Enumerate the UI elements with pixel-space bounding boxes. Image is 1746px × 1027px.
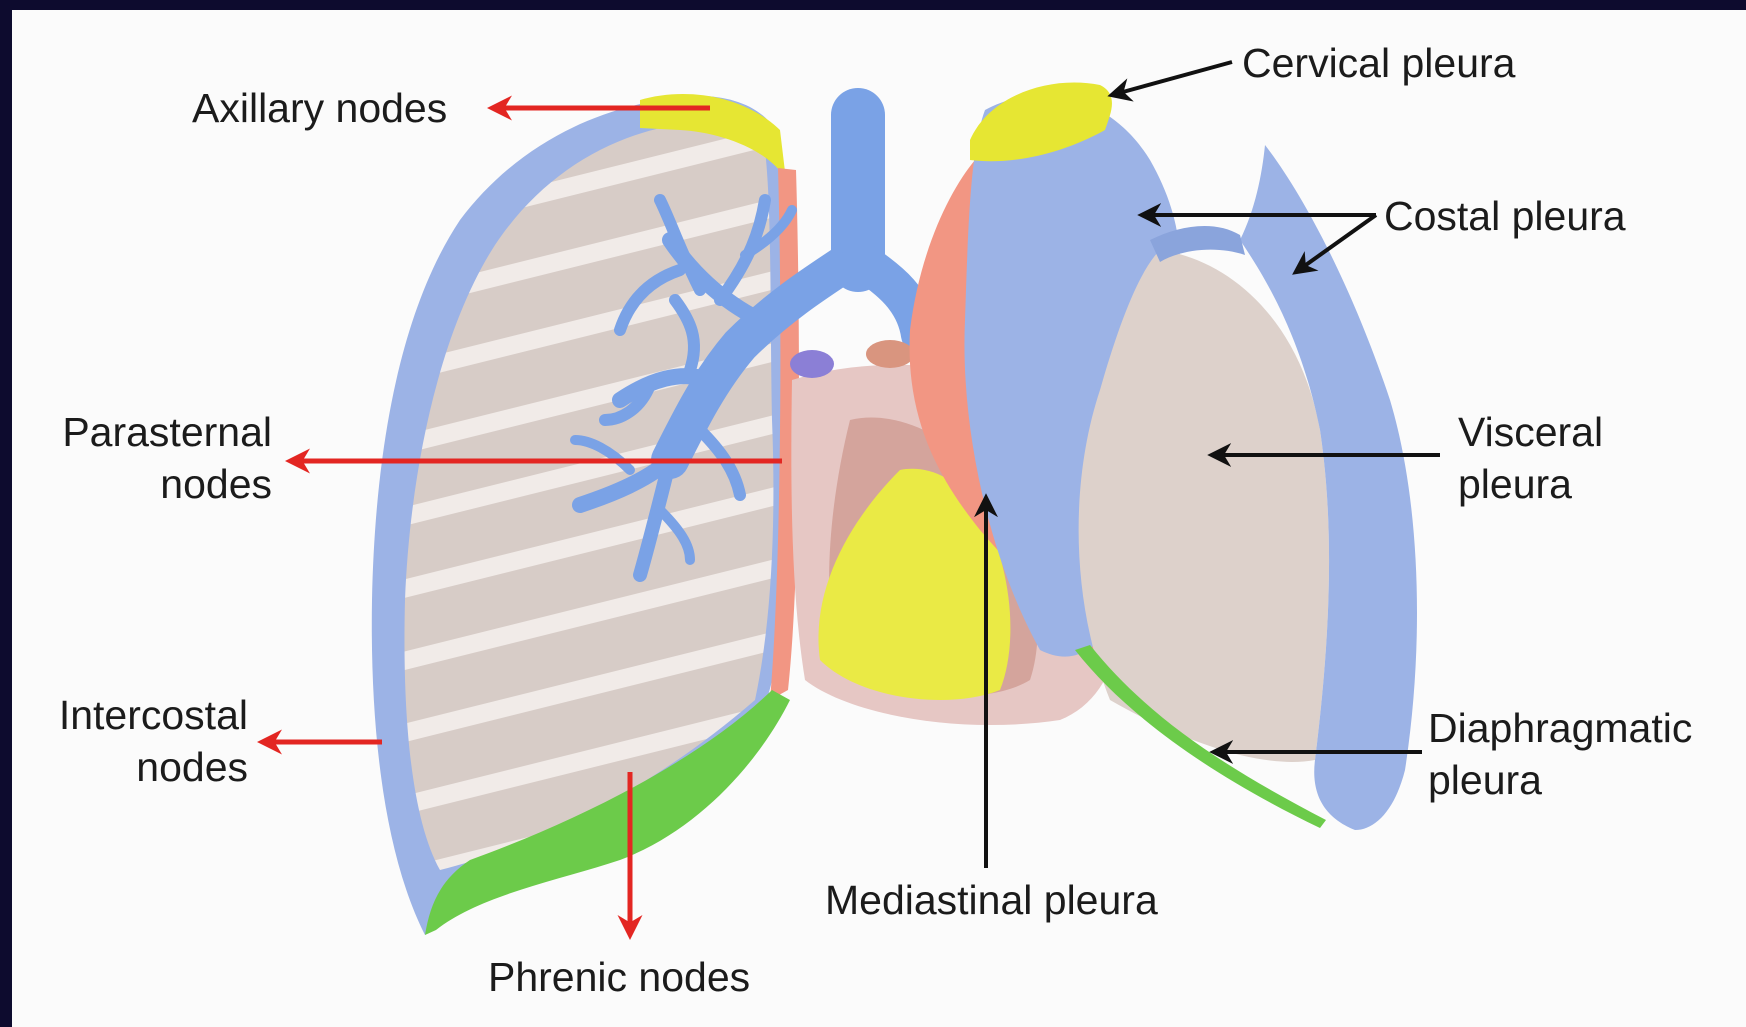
aorta (866, 340, 914, 368)
parasternal-line-2: nodes (40, 458, 272, 510)
parasternal-line-1: Parasternal (40, 406, 272, 458)
visceral-pleura-label: Visceral pleura (1458, 406, 1603, 510)
intercostal-nodes-label: Intercostal nodes (40, 689, 248, 793)
diaphragmatic-line-1: Diaphragmatic (1428, 702, 1692, 754)
axillary-nodes-text: Axillary nodes (192, 82, 447, 134)
phrenic-nodes-label: Phrenic nodes (488, 951, 750, 1003)
cervical-arrow (1112, 62, 1232, 95)
mediastinal-pleura-text: Mediastinal pleura (825, 874, 1158, 926)
cervical-pleura-text: Cervical pleura (1242, 37, 1515, 89)
intercostal-line-2: nodes (40, 741, 248, 793)
cervical-pleura-label: Cervical pleura (1242, 37, 1515, 89)
superior-vena-cava (790, 350, 834, 378)
right-lung (372, 94, 799, 935)
axillary-nodes-label: Axillary nodes (192, 82, 447, 134)
phrenic-nodes-text: Phrenic nodes (488, 951, 750, 1003)
costal-pleura-label: Costal pleura (1384, 190, 1626, 242)
intercostal-line-1: Intercostal (40, 689, 248, 741)
diaphragmatic-pleura-label: Diaphragmatic pleura (1428, 702, 1692, 806)
visceral-line-2: pleura (1458, 458, 1603, 510)
diaphragmatic-line-2: pleura (1428, 754, 1692, 806)
visceral-line-1: Visceral (1458, 406, 1603, 458)
costal-pleura-text: Costal pleura (1384, 190, 1626, 242)
mediastinal-pleura-label: Mediastinal pleura (825, 874, 1158, 926)
parasternal-nodes-label: Parasternal nodes (40, 406, 272, 510)
